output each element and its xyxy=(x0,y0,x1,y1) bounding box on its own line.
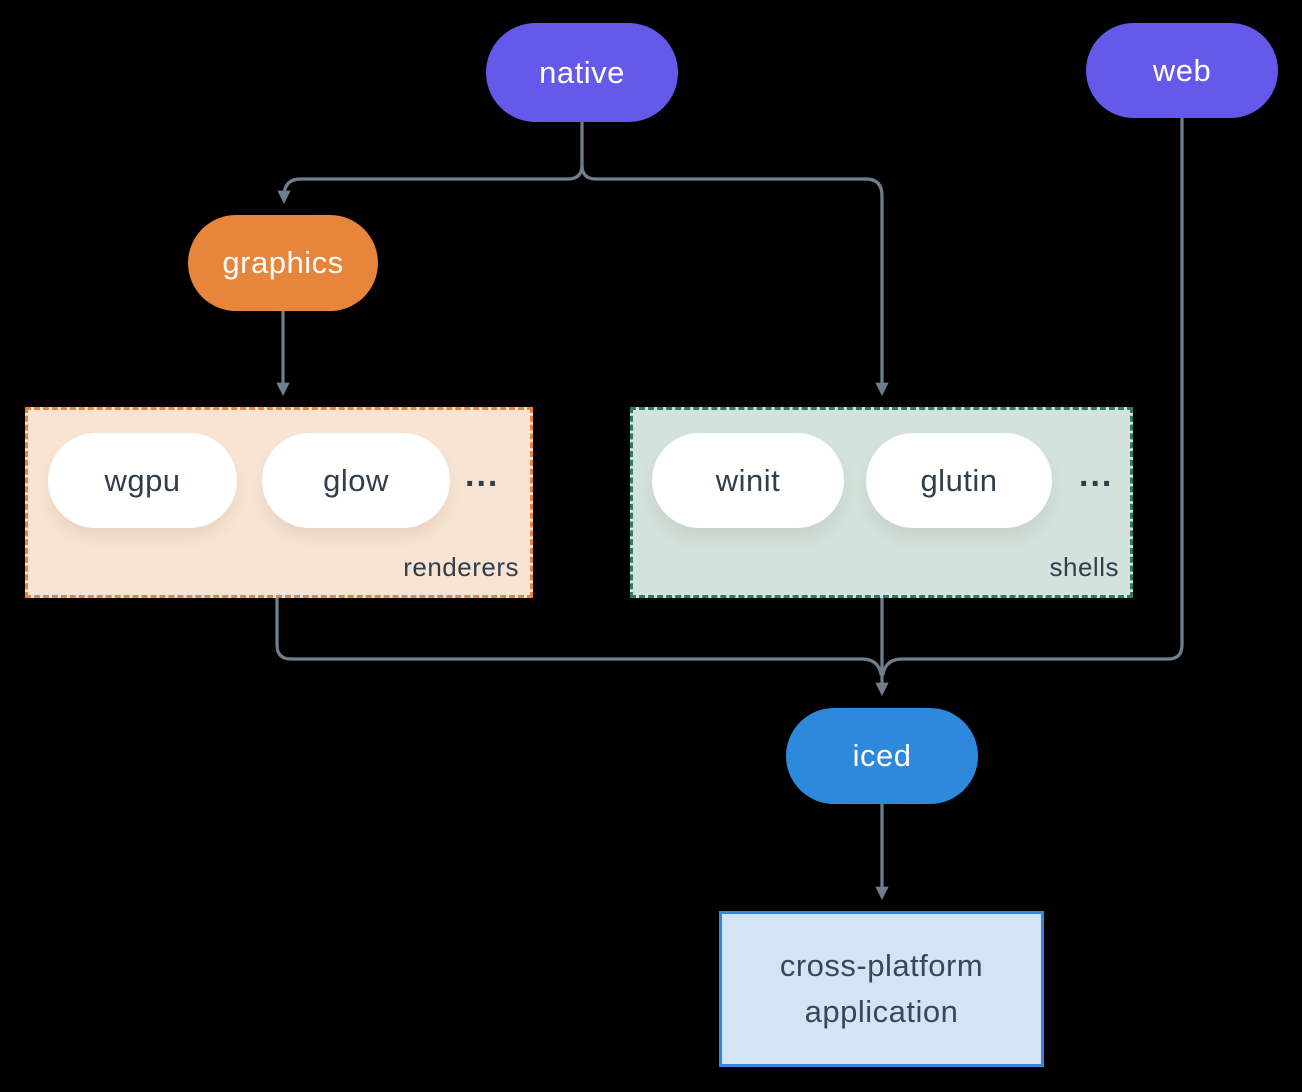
node-native: native xyxy=(486,23,678,122)
node-application-line1: cross-platform xyxy=(779,948,984,983)
renderers-ellipsis: ... xyxy=(465,456,500,494)
item-pill-glow: glow xyxy=(262,433,450,528)
edge-renderers-to-merge xyxy=(275,596,883,676)
shells-ellipsis: ... xyxy=(1079,456,1114,494)
node-iced-label: iced xyxy=(852,738,912,773)
node-application-line2: application xyxy=(804,994,959,1029)
item-pill-glow-label: glow xyxy=(323,462,389,498)
group-shells: winit glutin ... shells xyxy=(630,407,1133,598)
node-graphics-label: graphics xyxy=(222,245,344,280)
node-native-label: native xyxy=(539,54,625,90)
item-pill-wgpu: wgpu xyxy=(48,433,237,528)
edge-native-to-graphics xyxy=(277,120,584,204)
node-web: web xyxy=(1086,23,1278,118)
edge-native-to-shells xyxy=(580,163,889,396)
node-iced: iced xyxy=(786,708,978,804)
item-pill-winit-label: winit xyxy=(715,462,781,498)
item-pill-glutin-label: glutin xyxy=(920,462,998,498)
node-graphics: graphics xyxy=(188,215,378,311)
item-pill-glutin: glutin xyxy=(866,433,1052,528)
node-application: cross-platform application xyxy=(719,911,1044,1067)
group-renderers: wgpu glow ... renderers xyxy=(25,407,533,598)
item-pill-wgpu-label: wgpu xyxy=(104,462,181,498)
group-shells-label: shells xyxy=(1049,552,1119,582)
node-web-label: web xyxy=(1152,52,1212,88)
item-pill-winit: winit xyxy=(652,433,844,528)
group-renderers-label: renderers xyxy=(403,552,519,582)
